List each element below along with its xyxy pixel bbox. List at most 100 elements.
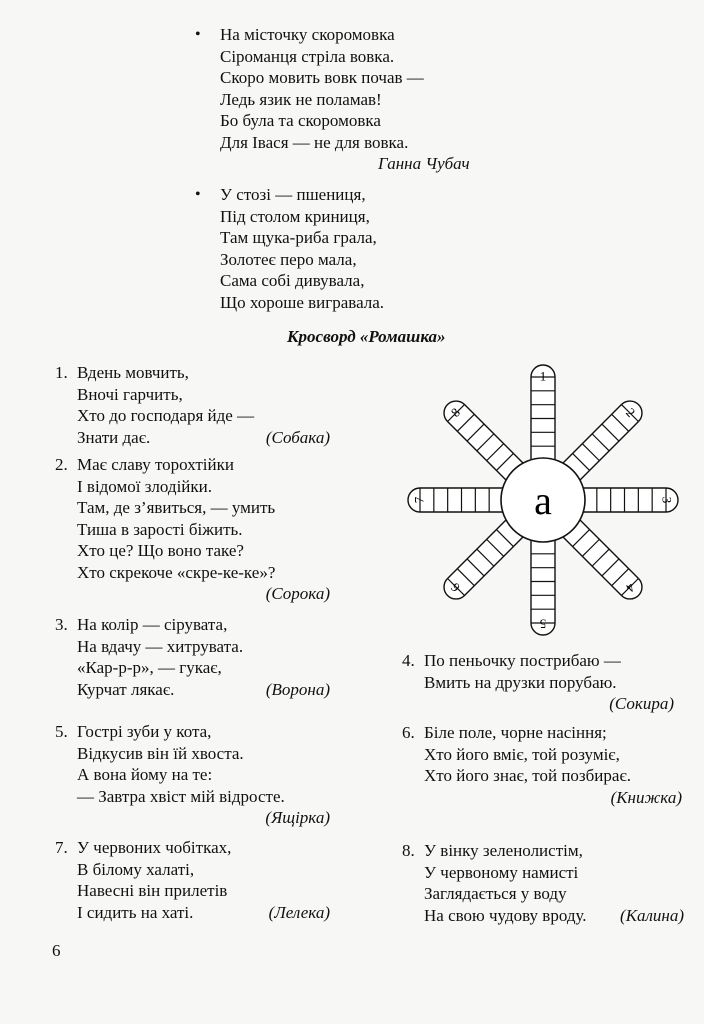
petal-cell-divider	[611, 413, 630, 432]
petal-cell-divider	[476, 433, 495, 452]
petal-cell-divider	[447, 578, 465, 596]
crossword-center-circle	[500, 457, 586, 543]
riddle-line: Тиша в заростi біжить.	[77, 519, 243, 539]
riddle-number: 8.	[402, 841, 415, 860]
crossword-petals: 12 3 4 5 6 7 8	[407, 364, 679, 636]
poem-line: Що хороше вигравала.	[220, 292, 385, 312]
petal-number: 5	[540, 617, 547, 632]
crossword-petal: 2	[561, 400, 643, 482]
petal-cell-divider	[572, 453, 590, 471]
petal-cell-divider	[456, 413, 475, 432]
petal-cell-divider	[486, 538, 505, 557]
riddle-line: По пеньочку пострибаю —	[424, 651, 621, 670]
riddle-line: Заглядається у воду	[424, 884, 567, 903]
riddle-line: В білому халаті,	[77, 859, 195, 879]
riddle-line: На вдачу — хитрувата.	[77, 636, 244, 656]
crossword-petal: 8	[443, 400, 525, 482]
riddle-8: 8. У вінку зеленолистім, У червоному нам…	[402, 840, 684, 926]
riddle-line: (Сорока)	[77, 583, 330, 605]
poem-line: На місточку скоромовка	[220, 25, 395, 44]
riddle-answer: (Лелека)	[268, 902, 330, 922]
riddle-6: 6. Біле поле, чорне насіння; Хто його вм…	[402, 722, 682, 808]
riddle-answer: (Калина)	[620, 905, 684, 925]
crossword-petal: 4	[561, 518, 643, 600]
poem-line: Золотеє перо мала,	[220, 249, 357, 269]
petal-number: 7	[412, 496, 427, 503]
petal-cell-divider	[601, 423, 620, 442]
riddle-line: Навесні він прилетів	[77, 881, 228, 900]
riddle-line: (Ящірка)	[77, 807, 330, 829]
petal-cell-divider	[486, 443, 505, 462]
riddle-line: Відкусив він їй хвоста.	[77, 743, 244, 763]
petal-cell-divider	[447, 404, 465, 422]
riddle-line: «Кар-р-р», — гукає,	[77, 658, 222, 677]
crossword-petal: 3	[582, 487, 679, 513]
riddle-answer: (Книжка)	[610, 787, 682, 807]
riddle-answer: (Ящірка)	[265, 808, 330, 827]
poem-line: Ледь язик не поламав!	[220, 89, 382, 109]
petal-cell-divider	[621, 404, 639, 422]
riddle-line: Вночі гарчить,	[77, 384, 183, 404]
riddle-2: 2. Має славу торохтійки І відомої злодій…	[55, 454, 330, 605]
poem-line: Під столом криниця,	[220, 206, 370, 226]
petal-cell-divider	[476, 548, 495, 567]
riddle-line: (Книжка)	[424, 787, 682, 809]
riddle-line: А вона йому на те:	[77, 765, 213, 784]
riddle-line: Вмить на друзки порубаю.	[424, 672, 617, 692]
riddle-3: 3. На колір — сірувата, На вдачу — хитру…	[55, 614, 330, 700]
petal-cell-divider	[601, 558, 620, 577]
riddle-answer: (Собака)	[265, 427, 330, 447]
petal-cell-divider	[496, 453, 514, 471]
crossword-center-letter: а	[534, 478, 552, 523]
riddle-number: 7.	[55, 838, 68, 857]
riddle-number: 2.	[55, 455, 68, 474]
petal-number: 3	[660, 497, 675, 504]
riddle-line: Курчат лякає.(Ворона)	[77, 679, 330, 699]
riddle-5: 5. Гострі зуби у кота, Відкусив він їй х…	[55, 721, 330, 829]
poem-line: Сіроманця стріла вовка.	[220, 46, 395, 66]
riddle-line: У червоному намисті	[424, 862, 579, 882]
riddle-line: Знати дає.(Собака)	[77, 427, 330, 447]
poem-line: Там щука-риба грала,	[220, 228, 377, 247]
poem-line: Скоро мовить вовк почав —	[220, 68, 424, 87]
petal-cell-divider	[466, 423, 485, 442]
poem-2: • У стозі — пшениця, Під столом криниця,…	[195, 184, 384, 313]
riddle-line: Хто це? Що воно таке?	[77, 541, 244, 560]
riddle-7: 7. У червоних чобітках, В білому халаті,…	[55, 837, 330, 923]
petal-cell-divider	[591, 433, 610, 452]
riddle-number: 6.	[402, 723, 415, 742]
riddle-line: Хто до господаря йде —	[77, 406, 255, 425]
crossword-petal: 5	[530, 539, 556, 636]
riddle-line: Хто скрекоче «скре-ке-ке»?	[77, 562, 276, 582]
riddle-1: 1. Вдень мовчить, Вночі гарчить, Хто до …	[55, 362, 330, 448]
riddle-line: І відомої злодійки.	[77, 476, 213, 496]
riddle-line: У червоних чобітках,	[77, 838, 232, 857]
riddle-line: І сидить на хаті.(Лелека)	[77, 902, 330, 922]
poem-line: У стозі — пшениця,	[220, 185, 366, 204]
riddle-4: 4. По пеньочку пострибаю — Вмить на друз…	[402, 650, 674, 715]
crossword-petal: 7	[407, 487, 504, 513]
riddle-line: Вдень мовчить,	[77, 363, 189, 382]
crossword-petal: 6	[443, 518, 525, 600]
petal-cell-divider	[581, 443, 600, 462]
riddle-line: Хто його вміє, той розуміє,	[424, 744, 620, 764]
riddle-number: 3.	[55, 615, 68, 634]
petal-cell-divider	[621, 578, 639, 596]
petal-cell-divider	[466, 558, 485, 577]
poem-1: • На місточку скоромовка Сіроманця стріл…	[195, 24, 424, 153]
riddle-number: 4.	[402, 651, 415, 670]
crossword-flower: 12 3 4 5 6 7 8 а	[407, 364, 679, 636]
riddle-answer: (Сокира)	[609, 694, 674, 713]
riddle-line: — Завтра хвіст мій відросте.	[77, 786, 285, 806]
riddle-line: На колір — сірувата,	[77, 615, 228, 634]
riddle-answer: (Сорока)	[265, 584, 330, 603]
riddle-number: 5.	[55, 722, 68, 741]
riddle-number: 1.	[55, 363, 68, 382]
crossword-petal: 1	[530, 364, 556, 461]
petal-cell-divider	[611, 568, 630, 587]
riddle-line: Хто його знає, той позбирає.	[424, 766, 631, 785]
petal-cell-divider	[496, 529, 514, 547]
poem-line: Бо була та скоромовка	[220, 111, 381, 130]
riddle-answer: (Ворона)	[265, 679, 330, 699]
petal-cell-divider	[456, 568, 475, 587]
